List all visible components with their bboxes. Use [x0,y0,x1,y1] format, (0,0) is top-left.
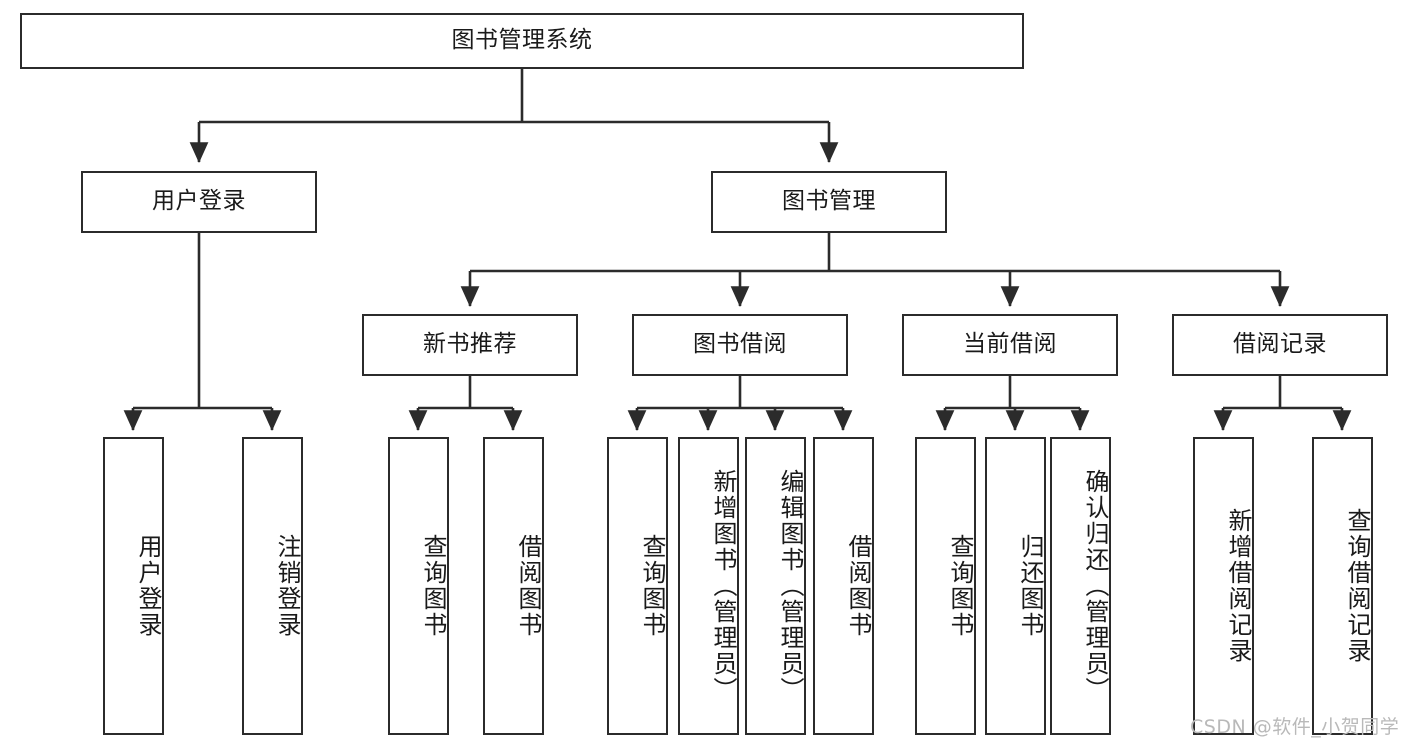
leaf-add-borrow-record[interactable]: 新增借阅记录 [1193,437,1254,735]
leaf-query-book-current[interactable]: 查询图书 [915,437,976,735]
leaf-query-borrow-record-label: 查询借阅记录 [1343,508,1371,664]
node-user-login[interactable]: 用户登录 [81,171,317,233]
leaf-query-book-recommend[interactable]: 查询图书 [388,437,449,735]
leaf-borrow-book[interactable]: 借阅图书 [813,437,874,735]
node-current-borrow-label: 当前借阅 [963,331,1057,358]
leaf-query-book-current-label: 查询图书 [946,534,974,638]
leaf-query-book-recommend-label: 查询图书 [419,534,447,638]
leaf-logout[interactable]: 注销登录 [242,437,303,735]
leaf-add-borrow-record-label: 新增借阅记录 [1224,508,1252,664]
node-user-login-label: 用户登录 [152,188,246,215]
leaf-query-book-borrow-label: 查询图书 [638,534,666,638]
node-book-management-label: 图书管理 [782,188,876,215]
node-root-label: 图书管理系统 [451,27,593,54]
node-borrow-record[interactable]: 借阅记录 [1172,314,1388,376]
leaf-return-book-label: 归还图书 [1016,534,1044,638]
node-new-book-recommend[interactable]: 新书推荐 [362,314,578,376]
node-book-management[interactable]: 图书管理 [711,171,947,233]
leaf-query-borrow-record[interactable]: 查询借阅记录 [1312,437,1373,735]
leaf-add-book-admin[interactable]: 新增图书（管理员） [678,437,739,735]
node-book-borrow[interactable]: 图书借阅 [632,314,848,376]
leaf-edit-book-admin-label: 编辑图书（管理员） [776,469,804,703]
leaf-logout-label: 注销登录 [273,534,301,638]
leaf-add-book-admin-label: 新增图书（管理员） [709,469,737,703]
leaf-confirm-return-admin-label: 确认归还（管理员） [1081,469,1109,703]
leaf-confirm-return-admin[interactable]: 确认归还（管理员） [1050,437,1111,735]
leaf-query-book-borrow[interactable]: 查询图书 [607,437,668,735]
node-book-borrow-label: 图书借阅 [693,331,787,358]
leaf-borrow-book-recommend-label: 借阅图书 [514,534,542,638]
node-root[interactable]: 图书管理系统 [20,13,1024,69]
leaf-edit-book-admin[interactable]: 编辑图书（管理员） [745,437,806,735]
leaf-user-login-label: 用户登录 [134,534,162,638]
node-new-book-recommend-label: 新书推荐 [423,331,517,358]
node-current-borrow[interactable]: 当前借阅 [902,314,1118,376]
leaf-user-login[interactable]: 用户登录 [103,437,164,735]
leaf-return-book[interactable]: 归还图书 [985,437,1046,735]
watermark: CSDN @软件_小贺同学 [1190,716,1400,738]
leaf-borrow-book-recommend[interactable]: 借阅图书 [483,437,544,735]
node-borrow-record-label: 借阅记录 [1233,331,1327,358]
leaf-borrow-book-label: 借阅图书 [844,534,872,638]
